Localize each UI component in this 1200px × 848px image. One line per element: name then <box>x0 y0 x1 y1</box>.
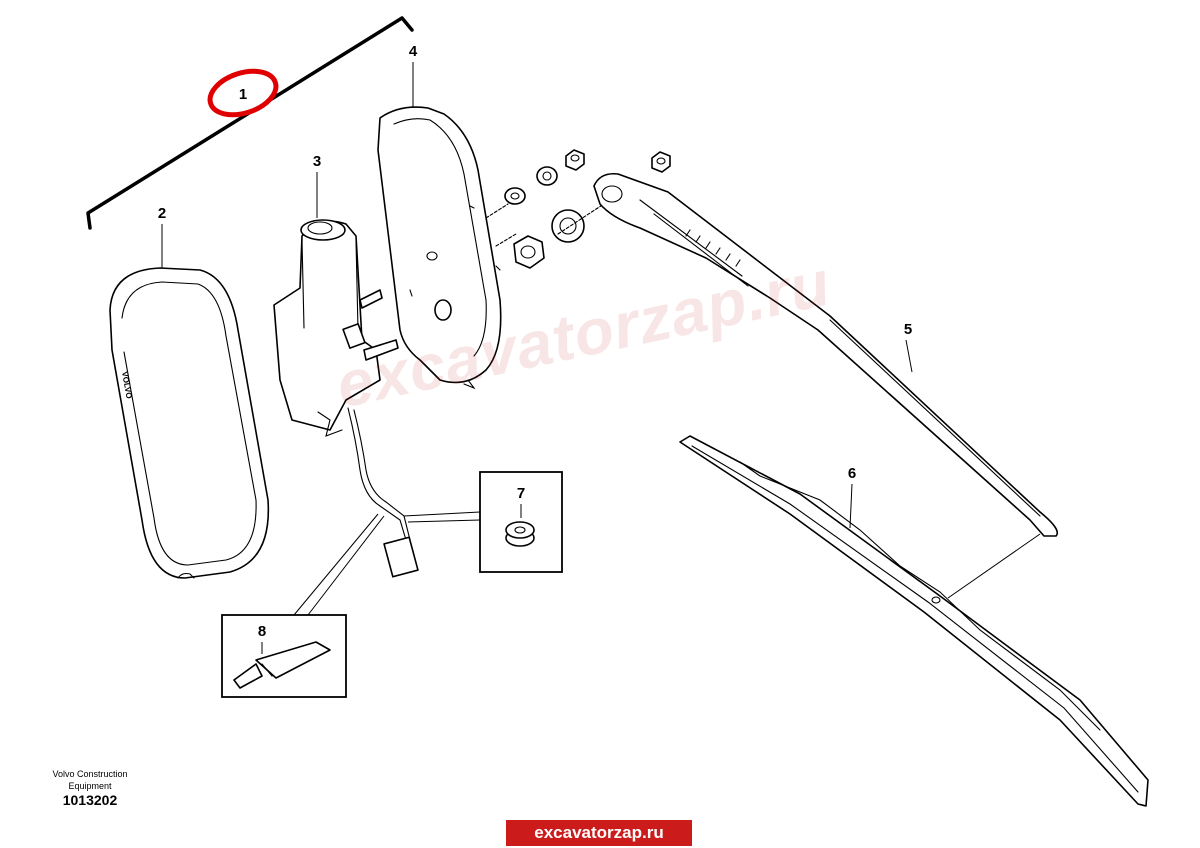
fastener-flange-nut[interactable] <box>513 235 545 269</box>
document-number: 1013202 <box>62 792 118 808</box>
part-8-sealant-tube <box>233 641 331 689</box>
site-banner-link[interactable]: excavatorzap.ru <box>506 820 692 846</box>
callout-8: 8 <box>258 623 266 640</box>
part-3-wiper-motor[interactable] <box>273 219 399 437</box>
manufacturer-label: Volvo Construction Equipment <box>52 769 128 791</box>
part-2-motor-cover[interactable]: VOLVO <box>109 267 270 579</box>
detail-8-pointer <box>293 513 385 616</box>
fastener-nut-top[interactable] <box>565 149 585 171</box>
assembly-bracket <box>86 16 414 230</box>
callout-number-1: 1 <box>239 86 247 103</box>
part-7-grommet <box>505 521 535 547</box>
fastener-nut-arm[interactable] <box>651 151 671 173</box>
part-4-mounting-plate[interactable] <box>377 106 502 390</box>
callout-5[interactable]: 5 <box>904 321 912 338</box>
red-highlight-ring <box>207 68 279 118</box>
callout-1[interactable]: 1 <box>204 63 281 122</box>
callout-4[interactable]: 4 <box>409 43 418 60</box>
cable-connector <box>383 536 419 578</box>
callout-6[interactable]: 6 <box>848 465 856 482</box>
callout-7: 7 <box>517 485 525 502</box>
callout-2[interactable]: 2 <box>158 205 166 222</box>
fastener-grommet[interactable] <box>551 209 585 243</box>
part-6-wiper-blade[interactable] <box>679 435 1149 807</box>
callout-3[interactable]: 3 <box>313 153 321 170</box>
fastener-washer-small[interactable] <box>504 187 526 205</box>
fastener-washer-flat[interactable] <box>536 166 558 186</box>
detail-box-part-7[interactable]: 7 <box>479 471 563 573</box>
motor-cable <box>347 407 407 541</box>
detail-box-part-8[interactable]: 8 <box>221 614 347 698</box>
part-5-wiper-arm[interactable] <box>593 172 1059 537</box>
detail-7-pointer <box>403 511 481 523</box>
